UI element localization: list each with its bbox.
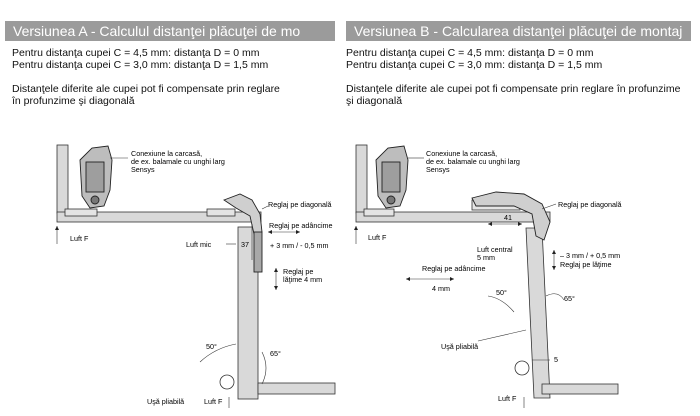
label-reglaj-diagonala: Reglaj pe diagonală [268, 200, 332, 209]
label-reglaj-latime: Reglaj pe lăţime [560, 260, 612, 269]
door-knob [219, 374, 235, 390]
label-latime-value: – 3 mm / + 0,5 mm [560, 251, 620, 260]
top-panel [355, 211, 551, 223]
label-angle-65: 65° [270, 349, 281, 358]
door-knob [514, 360, 530, 376]
label-adancime-value: 4 mm [432, 284, 450, 293]
version-b-line2: Pentru distanţa cupei C = 3,0 mm: distan… [346, 59, 603, 71]
label-conexiune-1: Conexiune la carcasă, [131, 149, 202, 158]
hinge-mechanism [375, 145, 551, 241]
label-luft-f: Luft F [70, 234, 89, 243]
label-reglaj-latime-2: lăţime 4 mm [283, 275, 322, 284]
cabinet-side-wall [355, 144, 368, 214]
label-luft-central-1: Luft central [477, 245, 513, 254]
label-conexiune-3: Sensys [131, 165, 155, 174]
folding-door [237, 226, 259, 400]
version-b-note2: şi diagonală [346, 95, 403, 107]
label-adancime-value: + 3 mm / - 0,5 mm [270, 241, 329, 250]
label-conexiune-1: Conexiune la carcasă, [426, 149, 497, 158]
label-dim-5: 5 [554, 355, 558, 364]
label-reglaj-adancime: Reglaj pe adâncime [422, 264, 486, 273]
label-conexiune-2: de ex. balamale cu unghi larg [426, 157, 520, 166]
bottom-shelf [257, 382, 336, 395]
label-luft-f: Luft F [368, 233, 387, 242]
label-usa-pliabila: Uşă pliabilă [147, 397, 184, 406]
bottom-shelf [541, 383, 619, 395]
label-usa-pliabila: Uşă pliabilă [441, 342, 478, 351]
version-a-title: Versiunea A - Calculul distanţei plăcuţe… [5, 21, 335, 41]
version-a-note1: Distanţele diferite ale cupei pot fi com… [12, 83, 280, 95]
version-b-note1: Distanţele diferite ale cupei pot fi com… [346, 83, 681, 95]
label-reglaj-latime-1: Reglaj pe [283, 267, 313, 276]
label-dim-41: 41 [504, 213, 512, 222]
label-dim-37: 37 [241, 240, 249, 249]
mounting-plate [64, 208, 98, 217]
version-b-title: Versiunea B - Calcularea distanţei plăcu… [346, 21, 691, 41]
hinge-diagram-b: Conexiune la carcasă, de ex. balamale cu… [354, 144, 622, 408]
cabinet-side-wall [56, 144, 69, 214]
label-luft-f-bottom: Luft F [498, 394, 517, 403]
version-a-line2: Pentru distanţa cupei C = 3,0 mm: distan… [12, 59, 269, 71]
version-b-line1: Pentru distanţa cupei C = 4,5 mm: distan… [346, 47, 594, 59]
folding-door [525, 227, 551, 399]
label-angle-50: 50° [206, 342, 217, 351]
panel-version-a: Versiunea A - Calculul distanţei plăcuţe… [0, 0, 340, 416]
mounting-plate [363, 208, 395, 217]
label-conexiune-2: de ex. balamale cu unghi larg [131, 157, 225, 166]
label-luft-f-bottom: Luft F [204, 397, 223, 406]
hinge-mechanism [79, 145, 263, 273]
panel-version-b: Versiunea B - Calcularea distanţei plăcu… [346, 0, 700, 416]
label-reglaj-diagonala: Reglaj pe diagonală [558, 200, 622, 209]
label-angle-50: 50° [496, 288, 507, 297]
label-luft-mic: Luft mic [186, 240, 212, 249]
label-conexiune-3: Sensys [426, 165, 450, 174]
top-panel [56, 211, 262, 223]
hinge-diagram-a: Conexiune la carcasă, de ex. balamale cu… [55, 144, 336, 408]
label-luft-central-2: 5 mm [477, 253, 495, 262]
mounting-plate [206, 208, 236, 217]
version-a-line1: Pentru distanţa cupei C = 4,5 mm: distan… [12, 47, 260, 59]
version-a-note2: în profunzime şi diagonală [12, 95, 135, 107]
label-angle-65: 65° [564, 294, 575, 303]
label-reglaj-adancime: Reglaj pe adâncime [269, 221, 333, 230]
